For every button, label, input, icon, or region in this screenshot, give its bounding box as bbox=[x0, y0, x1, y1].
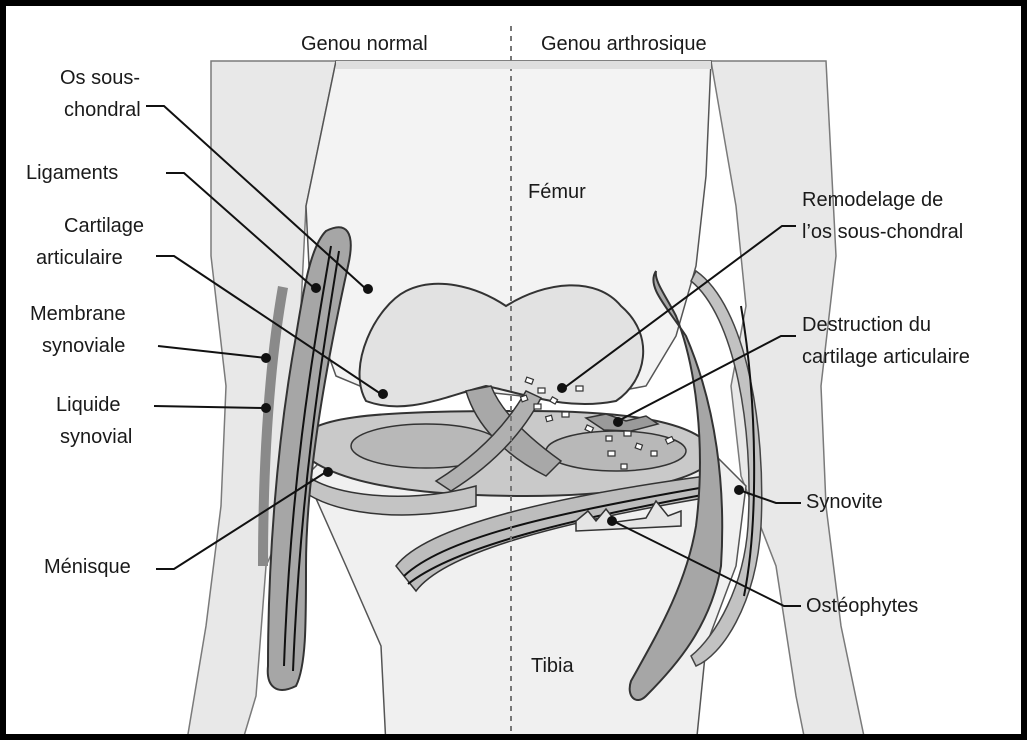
label-os-sous-chondral-2: chondral bbox=[64, 99, 141, 121]
label-liquide-2: synovial bbox=[60, 426, 132, 448]
label-liquide-1: Liquide bbox=[56, 394, 121, 416]
right-leg-silhouette bbox=[711, 61, 866, 740]
tibia-label: Tibia bbox=[531, 655, 574, 677]
header-band bbox=[336, 61, 711, 69]
label-ligaments: Ligaments bbox=[26, 162, 118, 184]
knee-diagram: Genou normal Genou arthrosique Fémur Tib… bbox=[6, 6, 1027, 740]
label-destruction-1: Destruction du bbox=[802, 314, 931, 336]
header-normal: Genou normal bbox=[301, 33, 428, 55]
label-membrane-1: Membrane bbox=[30, 303, 126, 325]
femur-label: Fémur bbox=[528, 181, 586, 203]
meniscus-inner-right bbox=[546, 431, 686, 471]
label-synovite: Synovite bbox=[806, 491, 883, 513]
label-remodelage-2: l’os sous-chondral bbox=[802, 221, 963, 243]
femur-condyle bbox=[360, 284, 644, 407]
label-os-sous-chondral-1: Os sous- bbox=[60, 67, 140, 89]
label-cartilage-2: articulaire bbox=[36, 247, 123, 269]
label-remodelage-1: Remodelage de bbox=[802, 189, 943, 211]
label-osteophytes: Ostéophytes bbox=[806, 595, 918, 617]
header-arthritic: Genou arthrosique bbox=[541, 33, 707, 55]
label-menisque: Ménisque bbox=[44, 556, 131, 578]
label-destruction-2: cartilage articulaire bbox=[802, 346, 970, 368]
label-membrane-2: synoviale bbox=[42, 335, 125, 357]
label-cartilage-1: Cartilage bbox=[64, 215, 144, 237]
